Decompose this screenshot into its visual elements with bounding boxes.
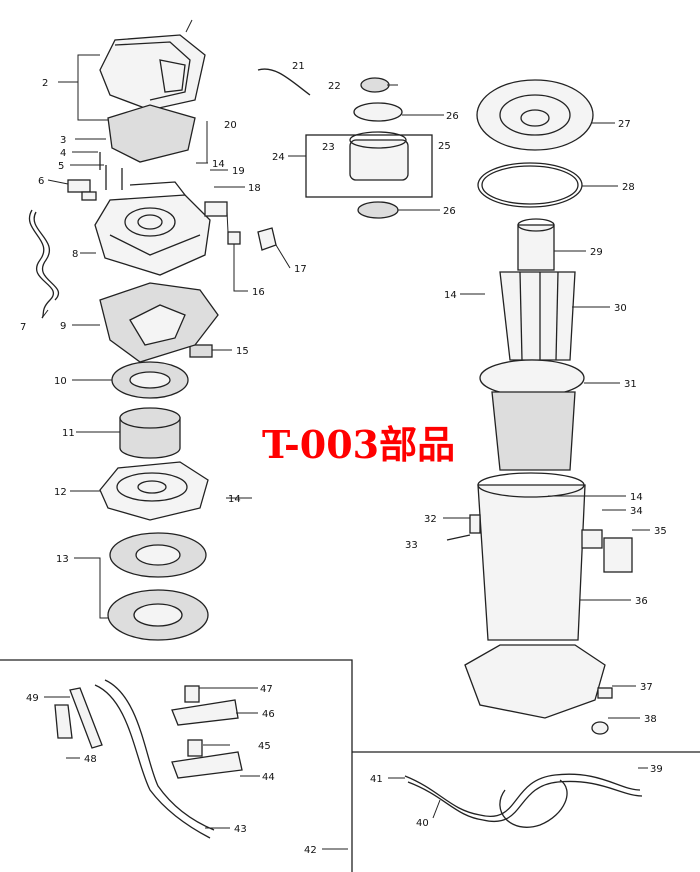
callout-36: 36 — [635, 596, 648, 607]
part-filter-ring — [111, 361, 189, 399]
callout-4: 4 — [60, 148, 66, 159]
callout-17: 17 — [294, 264, 307, 275]
callout-22: 22 — [328, 81, 341, 92]
callout-7: 7 — [20, 322, 26, 333]
callout-44: 44 — [262, 772, 275, 783]
callout-8: 8 — [72, 249, 78, 260]
callout-2: 2 — [42, 78, 48, 89]
part-top-cover — [99, 19, 206, 111]
callout-27: 27 — [618, 119, 631, 130]
callout-34: 34 — [630, 506, 643, 517]
callout-41: 41 — [370, 774, 383, 785]
callout-42: 42 — [304, 845, 317, 856]
callout-25: 25 — [438, 141, 451, 152]
callout-19: 19 — [232, 166, 245, 177]
callout-32: 32 — [424, 514, 437, 525]
callout-6: 6 — [38, 176, 44, 187]
part-motor-housing — [94, 194, 211, 276]
callout-11: 11 — [62, 428, 75, 439]
callout-40: 40 — [416, 818, 429, 829]
part-gasket — [99, 282, 219, 363]
callout-48: 48 — [84, 754, 97, 765]
callout-18: 18 — [248, 183, 261, 194]
callout-37: 37 — [640, 682, 653, 693]
callout-13: 13 — [56, 554, 69, 565]
callout-46: 46 — [262, 709, 275, 720]
part-filter-plate — [107, 104, 196, 163]
callout-9: 9 — [60, 321, 66, 332]
callout-leaders — [41, 54, 650, 850]
callout-5: 5 — [58, 161, 64, 172]
part-power-cord — [29, 209, 60, 319]
callout-3: 3 — [60, 135, 66, 146]
callout-30: 30 — [614, 303, 627, 314]
callout-14-c: 14 — [630, 492, 643, 503]
accessories-box — [0, 659, 700, 872]
callout-14-d: 14 — [228, 494, 241, 505]
callout-31: 31 — [624, 379, 637, 390]
callout-20: 20 — [224, 120, 237, 131]
diagram-title: T-003部品 — [262, 422, 455, 467]
callout-10: 10 — [54, 376, 67, 387]
part-tank-assembly — [446, 79, 633, 735]
callout-21: 21 — [292, 61, 305, 72]
callout-28: 28 — [622, 182, 635, 193]
callout-45: 45 — [258, 741, 271, 752]
callout-labels: 2 3 4 5 6 8 9 10 11 12 13 14 15 16 17 18… — [20, 61, 667, 856]
callout-26-top: 26 — [446, 111, 459, 122]
part-filter-discs — [107, 532, 209, 641]
callout-23: 23 — [322, 142, 335, 153]
callout-47: 47 — [260, 684, 273, 695]
callout-39: 39 — [650, 764, 663, 775]
callout-16: 16 — [252, 287, 265, 298]
part-base-plate — [99, 461, 209, 521]
part-screws — [99, 152, 123, 190]
callout-24: 24 — [272, 152, 285, 163]
callout-15: 15 — [236, 346, 249, 357]
callout-12: 12 — [54, 487, 67, 498]
part-motor-group — [257, 68, 433, 219]
part-switch — [67, 179, 97, 201]
part-cylinder-filter — [119, 407, 181, 459]
callout-29: 29 — [590, 247, 603, 258]
callout-14-b: 14 — [444, 290, 457, 301]
callout-43: 43 — [234, 824, 247, 835]
callout-26-bottom: 26 — [443, 206, 456, 217]
callout-14: 14 — [212, 159, 225, 170]
callout-33: 33 — [405, 540, 418, 551]
callout-35: 35 — [654, 526, 667, 537]
callout-38: 38 — [644, 714, 657, 725]
callout-49: 49 — [26, 693, 39, 704]
